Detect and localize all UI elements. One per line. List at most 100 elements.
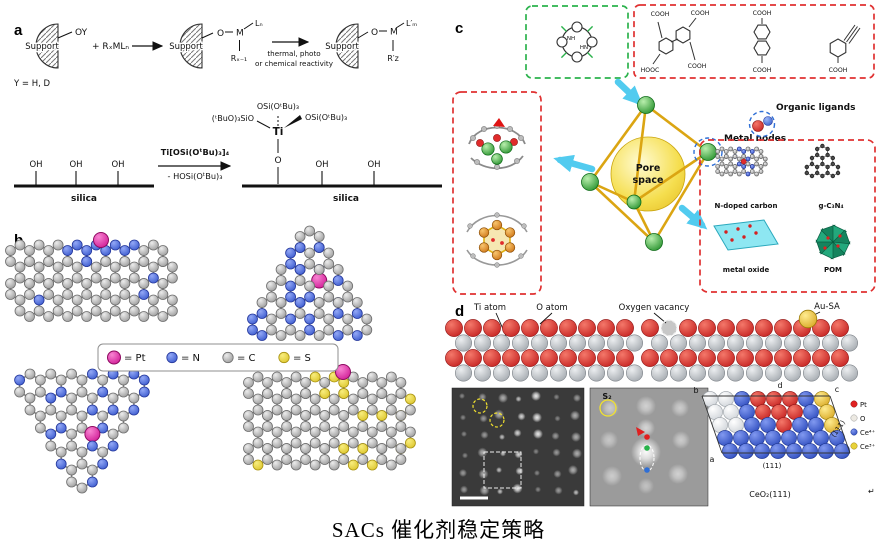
c-atom bbox=[332, 264, 344, 275]
support-label-pom: POM bbox=[824, 266, 842, 274]
c-atom bbox=[256, 297, 268, 308]
o-atom-label: O atom bbox=[536, 303, 567, 313]
s-atom bbox=[366, 459, 378, 471]
stem-dot bbox=[571, 432, 581, 442]
c-atom bbox=[342, 324, 354, 336]
stem-dot bbox=[572, 448, 582, 459]
oxide-slab-right bbox=[641, 309, 858, 382]
n-atom bbox=[138, 374, 150, 386]
c-atom bbox=[109, 272, 121, 284]
bond-wedge bbox=[284, 115, 302, 128]
stem-dot bbox=[515, 467, 524, 475]
c-atom bbox=[243, 388, 254, 399]
c-atom bbox=[758, 149, 764, 154]
o-atom-sphere bbox=[559, 349, 577, 367]
ti-atom-sphere bbox=[726, 364, 744, 382]
c-atom bbox=[309, 437, 321, 449]
metal-oxide-slab bbox=[713, 219, 779, 251]
ligand-n-sphere bbox=[763, 116, 773, 126]
c-atom bbox=[62, 278, 73, 289]
c-atom bbox=[128, 261, 140, 273]
c-atom bbox=[313, 297, 325, 308]
metal-node-sphere bbox=[699, 143, 717, 161]
c-atom bbox=[342, 280, 354, 292]
ti-atom-sphere bbox=[707, 364, 725, 382]
o-atom-sphere bbox=[717, 319, 735, 337]
stem-dot bbox=[532, 412, 542, 423]
oxide-dot bbox=[730, 238, 734, 242]
stem-dot bbox=[512, 483, 523, 494]
c-atom bbox=[385, 437, 397, 449]
ti-atom-sphere bbox=[607, 364, 625, 382]
c-atom bbox=[87, 392, 98, 404]
c-atom bbox=[275, 275, 287, 286]
c-atom bbox=[376, 388, 388, 399]
c-atom bbox=[323, 324, 335, 336]
carboxyl-label: COOH bbox=[753, 67, 772, 74]
o-atom-sphere bbox=[597, 319, 615, 337]
ce4-sphere bbox=[754, 443, 770, 459]
c-atom bbox=[728, 146, 734, 152]
carboxyl-label: COOH bbox=[753, 10, 772, 17]
d-atom bbox=[809, 161, 815, 167]
c-atom bbox=[323, 258, 335, 270]
c-atom bbox=[285, 324, 297, 336]
c-atom bbox=[732, 149, 738, 154]
ti-atom-sphere bbox=[492, 334, 510, 352]
c-atom bbox=[281, 443, 293, 454]
n-atom bbox=[119, 245, 131, 256]
c-atom bbox=[55, 410, 67, 422]
o-atom-sphere bbox=[616, 319, 634, 337]
o-atom-sphere bbox=[812, 319, 830, 337]
c-atom bbox=[271, 459, 283, 471]
c-atom bbox=[118, 422, 129, 434]
c-atom bbox=[758, 154, 764, 159]
c-atom bbox=[66, 464, 77, 476]
c-atom bbox=[243, 454, 254, 465]
c-atom bbox=[494, 164, 500, 170]
bond bbox=[657, 21, 663, 39]
o-atom-sphere bbox=[755, 349, 773, 367]
c-atom bbox=[741, 169, 747, 174]
pore-sphere bbox=[610, 136, 686, 212]
metal-atom bbox=[481, 142, 495, 156]
c-atom bbox=[52, 272, 64, 284]
stem-dot bbox=[533, 429, 543, 439]
return-mark: ↵ bbox=[868, 487, 875, 496]
c-atom bbox=[385, 404, 397, 416]
s-atom bbox=[404, 437, 416, 449]
c-atom bbox=[754, 161, 759, 167]
n-atom bbox=[128, 239, 140, 251]
pyrrole-ring bbox=[556, 36, 568, 48]
c-atom bbox=[107, 392, 119, 404]
stem-dot bbox=[513, 429, 522, 437]
c-atom bbox=[76, 374, 88, 386]
c-atom bbox=[304, 247, 315, 259]
c-atom bbox=[52, 239, 64, 251]
stem-dot bbox=[497, 488, 503, 495]
o-atom-sphere bbox=[483, 319, 501, 337]
n-atom bbox=[97, 386, 109, 398]
model-edge bbox=[829, 395, 851, 454]
metal-node-sphere bbox=[637, 96, 655, 114]
s-atom bbox=[357, 443, 369, 454]
c-atom bbox=[309, 426, 321, 438]
ce4-legend-icon bbox=[850, 428, 858, 436]
c-atom bbox=[366, 393, 378, 405]
pt-atom bbox=[84, 426, 101, 442]
c-atom bbox=[71, 261, 83, 273]
c-atom bbox=[252, 426, 264, 438]
c-atom bbox=[128, 272, 140, 284]
ce4-sphere bbox=[786, 443, 802, 459]
c-atom bbox=[313, 231, 325, 242]
metal-nodes-label: Metal nodes bbox=[724, 134, 786, 144]
c-atom bbox=[470, 253, 476, 259]
ti-atom-sphere bbox=[726, 334, 744, 352]
c-atom bbox=[14, 272, 26, 284]
c-atom bbox=[723, 149, 729, 154]
stem-dot bbox=[499, 434, 505, 440]
stem-dot bbox=[462, 452, 468, 459]
c-atom bbox=[271, 393, 283, 405]
n-atom bbox=[109, 239, 121, 251]
organic-ligands-label: Organic ligands bbox=[776, 103, 855, 113]
